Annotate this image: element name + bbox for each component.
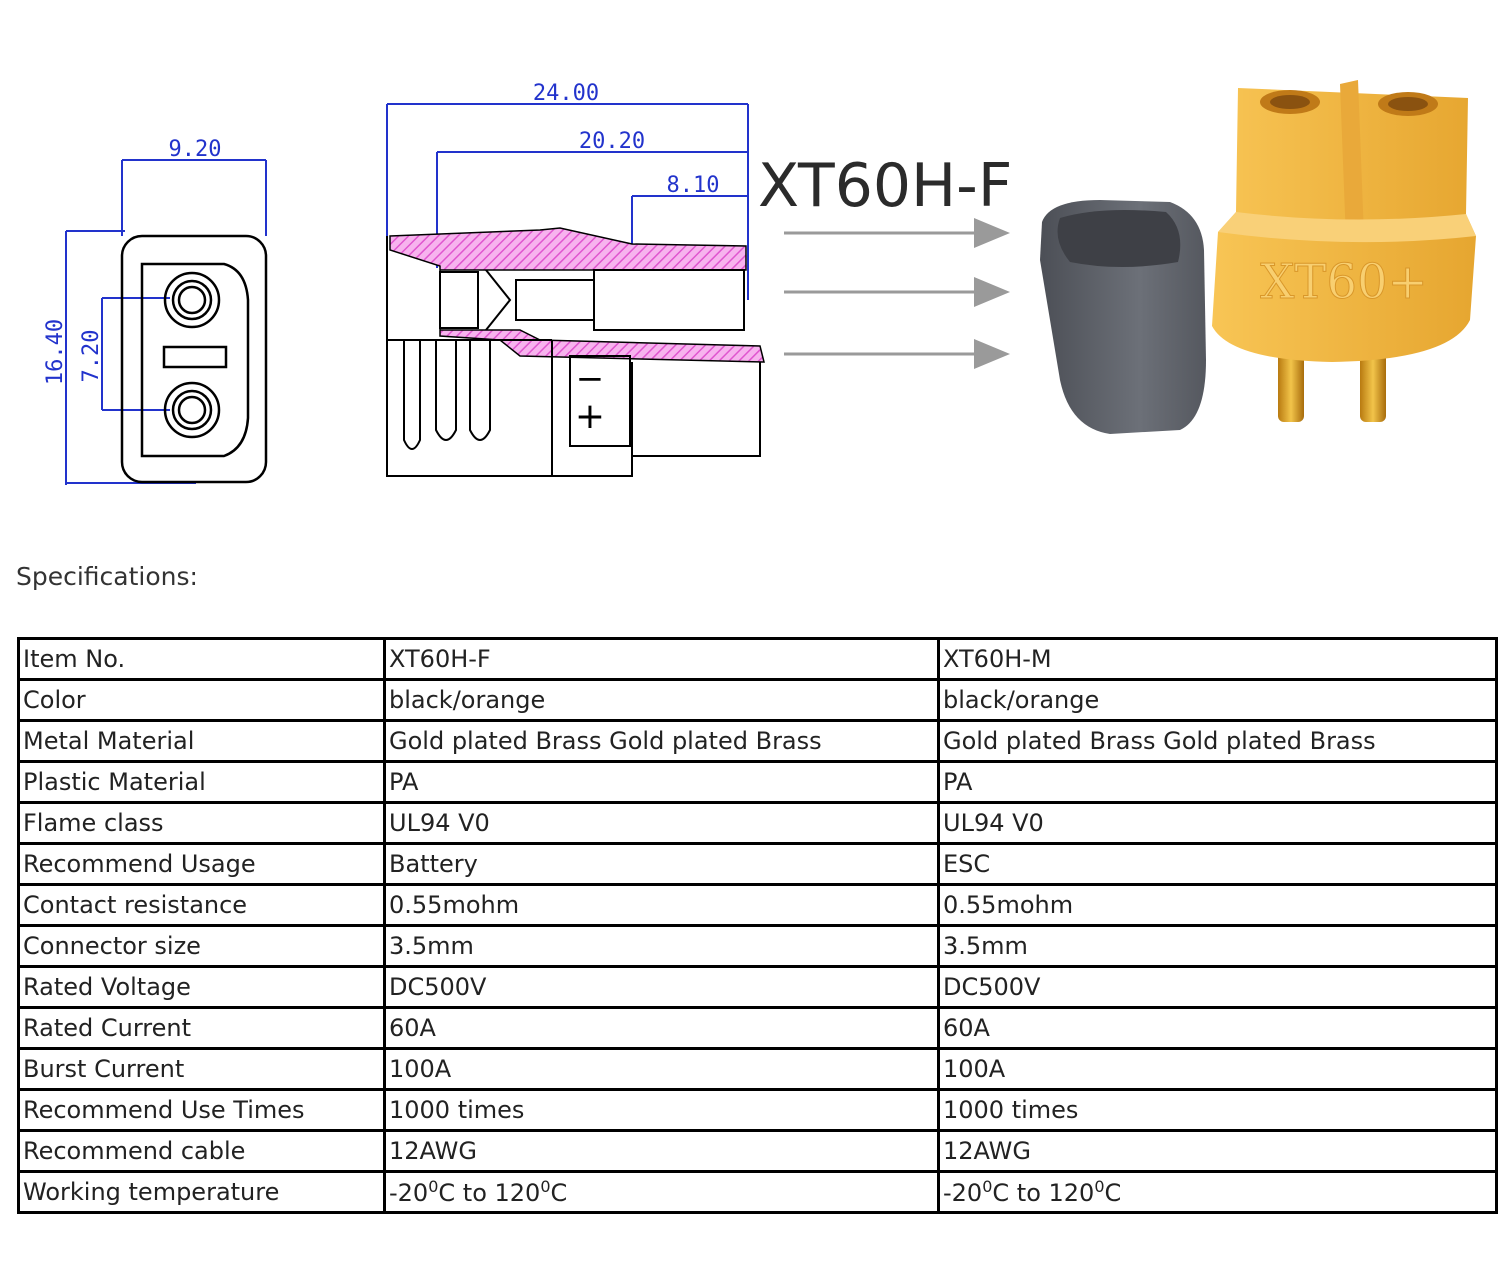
spec-value-f: 0.55mohm bbox=[383, 883, 940, 927]
spec-value-m: 60A bbox=[937, 1006, 1498, 1050]
spec-label: Plastic Material bbox=[17, 760, 386, 804]
dim-height-label: 16.40 bbox=[43, 319, 68, 385]
table-row: Flame class UL94 V0 UL94 V0 bbox=[17, 801, 1498, 845]
spec-value-f: 12AWG bbox=[383, 1129, 940, 1173]
table-row: Recommend Usage Battery ESC bbox=[17, 842, 1498, 886]
spec-label: Item No. bbox=[17, 637, 386, 681]
dim-width-label: 9.20 bbox=[169, 137, 222, 162]
table-row: Connector size 3.5mm 3.5mm bbox=[17, 924, 1498, 968]
degree-sup: 0 bbox=[982, 1177, 993, 1196]
spec-value-f: 1000 times bbox=[383, 1088, 940, 1132]
pointer-arrows bbox=[784, 218, 1010, 369]
spec-value-m: black/orange bbox=[937, 678, 1498, 722]
spec-label: Contact resistance bbox=[17, 883, 386, 927]
polarity-minus-symbol: − bbox=[576, 359, 605, 399]
temp-m-min: -20 bbox=[943, 1179, 983, 1207]
connector-figure: 9.20 16.40 7.20 24.00 20.20 8.10 bbox=[43, 80, 1476, 485]
temp-f-mid: C to 120 bbox=[438, 1179, 541, 1207]
spec-label: Recommend cable bbox=[17, 1129, 386, 1173]
table-row: Contact resistance 0.55mohm 0.55mohm bbox=[17, 883, 1498, 927]
spec-value-m: DC500V bbox=[937, 965, 1498, 1009]
dim-total-length-label: 24.00 bbox=[533, 81, 599, 106]
spec-value-f: DC500V bbox=[383, 965, 940, 1009]
table-row: Working temperature -200C to 1200C -200C… bbox=[17, 1170, 1498, 1214]
housing-emboss-text: XT60+ bbox=[1260, 254, 1427, 310]
spec-value-f: 3.5mm bbox=[383, 924, 940, 968]
spec-value-m: 12AWG bbox=[937, 1129, 1498, 1173]
spec-value-f: XT60H-F bbox=[383, 637, 940, 681]
spec-label: Recommend Use Times bbox=[17, 1088, 386, 1132]
table-row: Item No. XT60H-F XT60H-M bbox=[17, 637, 1498, 681]
dim-pitch-label: 7.20 bbox=[79, 330, 104, 383]
spec-value-m: XT60H-M bbox=[937, 637, 1498, 681]
spec-value-m: 0.55mohm bbox=[937, 883, 1498, 927]
spec-value-f: Battery bbox=[383, 842, 940, 886]
temp-m-unit: C bbox=[1104, 1179, 1122, 1207]
degree-sup: 0 bbox=[1094, 1177, 1105, 1196]
spec-value-m: Gold plated Brass Gold plated Brass bbox=[937, 719, 1498, 763]
spec-label: Metal Material bbox=[17, 719, 386, 763]
gray-cap bbox=[1040, 200, 1206, 434]
degree-sup: 0 bbox=[428, 1177, 439, 1196]
orange-housing: XT60+ bbox=[1212, 80, 1476, 362]
spec-value-f: black/orange bbox=[383, 678, 940, 722]
spec-label: Burst Current bbox=[17, 1047, 386, 1091]
product-photo: XT60+ bbox=[1040, 80, 1476, 434]
spec-value-m: 1000 times bbox=[937, 1088, 1498, 1132]
temp-f-min: -20 bbox=[389, 1179, 429, 1207]
side-view-drawing: 24.00 20.20 8.10 − + bbox=[386, 81, 765, 477]
spec-value-m: 100A bbox=[937, 1047, 1498, 1091]
model-label: XT60H-F bbox=[758, 151, 1012, 221]
table-row: Recommend cable 12AWG 12AWG bbox=[17, 1129, 1498, 1173]
spec-value-f: 60A bbox=[383, 1006, 940, 1050]
temp-f-unit: C bbox=[550, 1179, 568, 1207]
spec-label: Color bbox=[17, 678, 386, 722]
dim-body-length-label: 20.20 bbox=[579, 129, 645, 154]
spec-value-m: 3.5mm bbox=[937, 924, 1498, 968]
spec-label: Rated Voltage bbox=[17, 965, 386, 1009]
table-row: Rated Current 60A 60A bbox=[17, 1006, 1498, 1050]
spec-value-m: -200C to 1200C bbox=[937, 1170, 1498, 1214]
spec-label: Connector size bbox=[17, 924, 386, 968]
table-row: Burst Current 100A 100A bbox=[17, 1047, 1498, 1091]
spec-value-f: Gold plated Brass Gold plated Brass bbox=[383, 719, 940, 763]
specifications-table: Item No. XT60H-F XT60H-M Color black/ora… bbox=[17, 637, 1498, 1214]
temp-m-mid: C to 120 bbox=[992, 1179, 1095, 1207]
polarity-plus-symbol: + bbox=[575, 396, 605, 437]
spec-value-m: PA bbox=[937, 760, 1498, 804]
side-body-outline bbox=[386, 236, 761, 477]
specifications-table-body: Item No. XT60H-F XT60H-M Color black/ora… bbox=[17, 637, 1498, 1214]
spec-label: Recommend Usage bbox=[17, 842, 386, 886]
table-row: Color black/orange black/orange bbox=[17, 678, 1498, 722]
spec-value-f: PA bbox=[383, 760, 940, 804]
spec-value-f: UL94 V0 bbox=[383, 801, 940, 845]
spec-label: Rated Current bbox=[17, 1006, 386, 1050]
spec-value-f: -200C to 1200C bbox=[383, 1170, 940, 1214]
front-dimension-lines bbox=[65, 159, 267, 485]
table-row: Recommend Use Times 1000 times 1000 time… bbox=[17, 1088, 1498, 1132]
spec-label: Flame class bbox=[17, 801, 386, 845]
spec-value-m: ESC bbox=[937, 842, 1498, 886]
spec-value-f: 100A bbox=[383, 1047, 940, 1091]
contact-section-hatch bbox=[389, 227, 765, 363]
specifications-heading: Specifications: bbox=[16, 562, 198, 591]
spec-value-m: UL94 V0 bbox=[937, 801, 1498, 845]
side-dimension-lines bbox=[386, 103, 749, 300]
table-row: Rated Voltage DC500V DC500V bbox=[17, 965, 1498, 1009]
front-view-drawing: 9.20 16.40 7.20 bbox=[43, 137, 268, 485]
degree-sup: 0 bbox=[540, 1177, 551, 1196]
front-housing-outline bbox=[120, 234, 268, 484]
table-row: Plastic Material PA PA bbox=[17, 760, 1498, 804]
spec-label: Working temperature bbox=[17, 1170, 386, 1214]
dim-pin-length-label: 8.10 bbox=[667, 173, 720, 198]
table-row: Metal Material Gold plated Brass Gold pl… bbox=[17, 719, 1498, 763]
